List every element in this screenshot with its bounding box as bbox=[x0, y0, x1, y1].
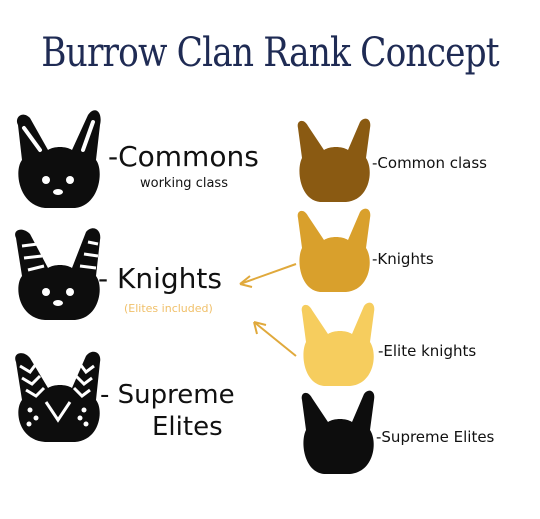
commons-head-icon bbox=[16, 110, 101, 208]
commons-label: -Commons bbox=[108, 140, 259, 173]
knights-label: - Knights bbox=[98, 262, 222, 295]
knights-head-icon bbox=[15, 228, 101, 320]
supreme-elites-right-label: -Supreme Elites bbox=[376, 428, 495, 446]
supreme-elites-head-icon bbox=[15, 351, 101, 442]
supreme-label-line1: - Supreme bbox=[100, 380, 235, 410]
supreme-label-line2: Elites bbox=[152, 412, 223, 442]
knights-sub-label: (Elites included) bbox=[124, 302, 213, 315]
knights-gold-head-icon bbox=[297, 208, 371, 292]
common-class-label: -Common class bbox=[372, 154, 487, 172]
common-class-head-icon bbox=[297, 118, 371, 202]
commons-sub-label: working class bbox=[140, 176, 228, 191]
page-title: Burrow Clan Rank Concept bbox=[41, 30, 499, 76]
arrow-elite-knights-icon bbox=[253, 321, 297, 357]
knights-right-label: -Knights bbox=[372, 250, 434, 268]
arrow-knights-icon bbox=[239, 263, 297, 288]
elite-knights-head-icon bbox=[301, 302, 375, 386]
supreme-elites-black-head-icon bbox=[301, 390, 375, 474]
elite-knights-label: -Elite knights bbox=[378, 342, 477, 360]
